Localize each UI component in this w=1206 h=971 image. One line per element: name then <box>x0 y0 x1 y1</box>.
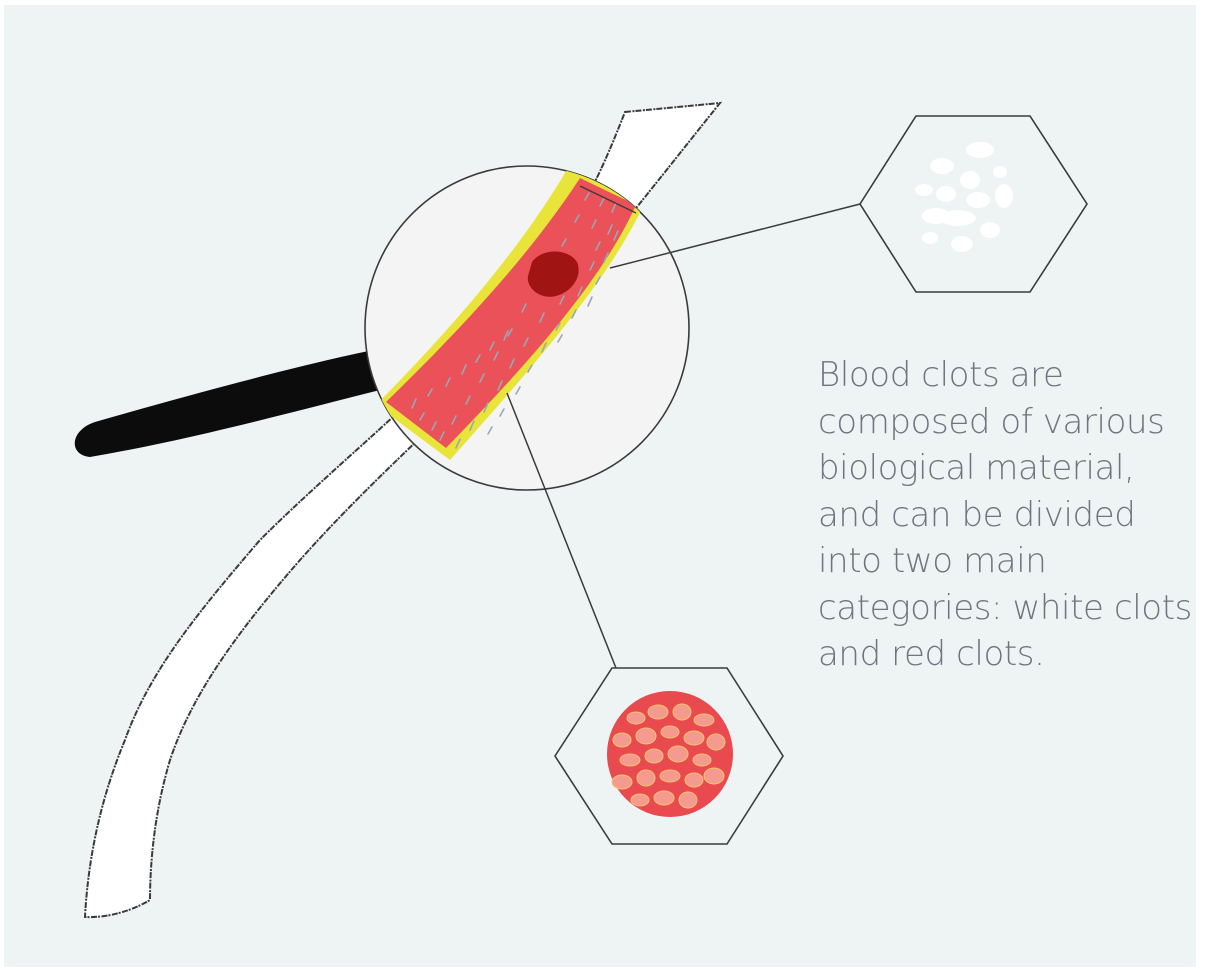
white-clot-cell <box>995 184 1013 208</box>
red-clot-cell <box>693 754 711 766</box>
red-clot-cell <box>637 770 655 786</box>
red-clot-cell <box>627 712 645 724</box>
red-clot-cell <box>636 728 656 744</box>
white-clot-cell <box>960 171 980 189</box>
red-clot-cell <box>660 770 680 782</box>
red-clot-cell <box>648 705 668 719</box>
red-clot-cell <box>694 714 714 726</box>
red-clot-cell <box>684 731 704 745</box>
red-clot-cell <box>707 734 725 750</box>
white-clot-cell <box>915 184 933 196</box>
red-clot-cell <box>645 749 663 763</box>
white-clot-cell <box>966 192 990 208</box>
white-clot-cell <box>940 210 976 226</box>
red-clot-cell <box>661 726 679 738</box>
red-clot-cell <box>685 773 703 787</box>
red-clot-cell <box>679 792 697 808</box>
red-clot-cell <box>704 768 724 784</box>
catheter <box>75 349 388 457</box>
white-clot-cell <box>930 158 954 174</box>
white-clot-cell <box>951 236 973 252</box>
white-clot-hexagon-icon <box>860 116 1087 292</box>
white-clot-cell <box>966 142 994 158</box>
red-clot-cell <box>654 791 674 805</box>
white-clot-cell <box>993 166 1007 178</box>
diagram-caption: Blood clots are composed of various biol… <box>818 352 1198 678</box>
red-clot-cell <box>631 794 649 806</box>
red-clot-cell <box>673 704 691 720</box>
red-clot-cell <box>620 754 640 766</box>
white-clot-cell <box>980 222 1000 238</box>
red-clot-cell <box>613 733 631 747</box>
red-clot-cell <box>668 746 688 762</box>
red-clot-cell <box>612 775 632 789</box>
red-clot-hexagon-icon <box>555 668 783 844</box>
white-clot-cell <box>922 232 938 244</box>
white-clot-cell <box>936 186 956 202</box>
